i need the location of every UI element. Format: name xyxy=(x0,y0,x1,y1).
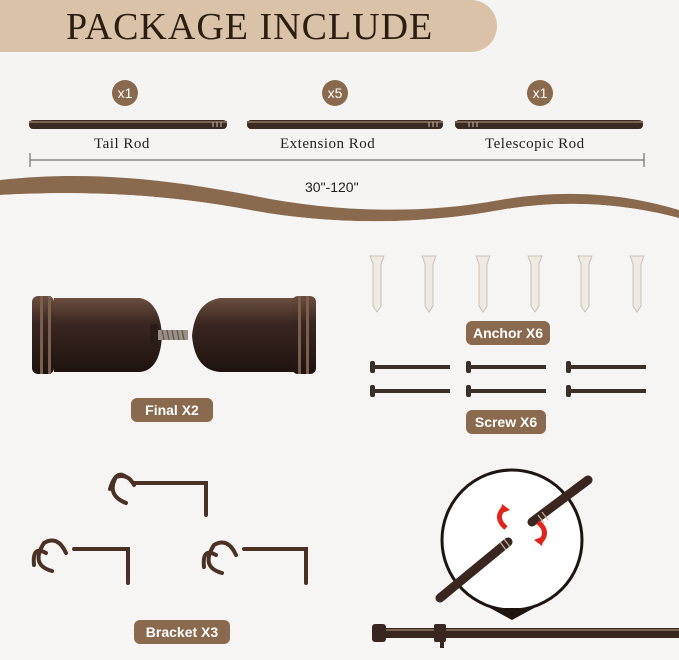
tail-rod-count-badge: x1 xyxy=(112,80,138,106)
bracket-label: Bracket X3 xyxy=(134,620,230,644)
dimension-line xyxy=(29,153,645,167)
extension-rod-image xyxy=(247,120,443,129)
telescopic-rod-label: Telescopic Rod xyxy=(485,136,585,152)
rod-connection-detail xyxy=(435,468,593,620)
length-range-label: 30"-120" xyxy=(305,179,359,195)
anchor-image xyxy=(369,255,645,313)
page-title: PACKAGE INCLUDE xyxy=(66,6,434,48)
bracket-image xyxy=(31,472,308,585)
telescopic-rod-image xyxy=(455,120,643,129)
screw-label: Screw X6 xyxy=(466,410,546,434)
finial-image xyxy=(32,296,316,374)
extension-rod-count-badge: x5 xyxy=(322,80,348,106)
finial-label: Final X2 xyxy=(131,398,213,422)
screw-image xyxy=(370,361,646,397)
title-banner: PACKAGE INCLUDE xyxy=(0,0,497,52)
tail-rod-label: Tail Rod xyxy=(94,136,150,152)
telescopic-rod-count-badge: x1 xyxy=(527,80,553,106)
anchor-label: Anchor X6 xyxy=(466,321,550,345)
assembled-rod-image xyxy=(372,624,679,648)
extension-rod-label: Extension Rod xyxy=(280,136,376,152)
wave-divider xyxy=(0,175,679,240)
tail-rod-image xyxy=(29,120,227,129)
